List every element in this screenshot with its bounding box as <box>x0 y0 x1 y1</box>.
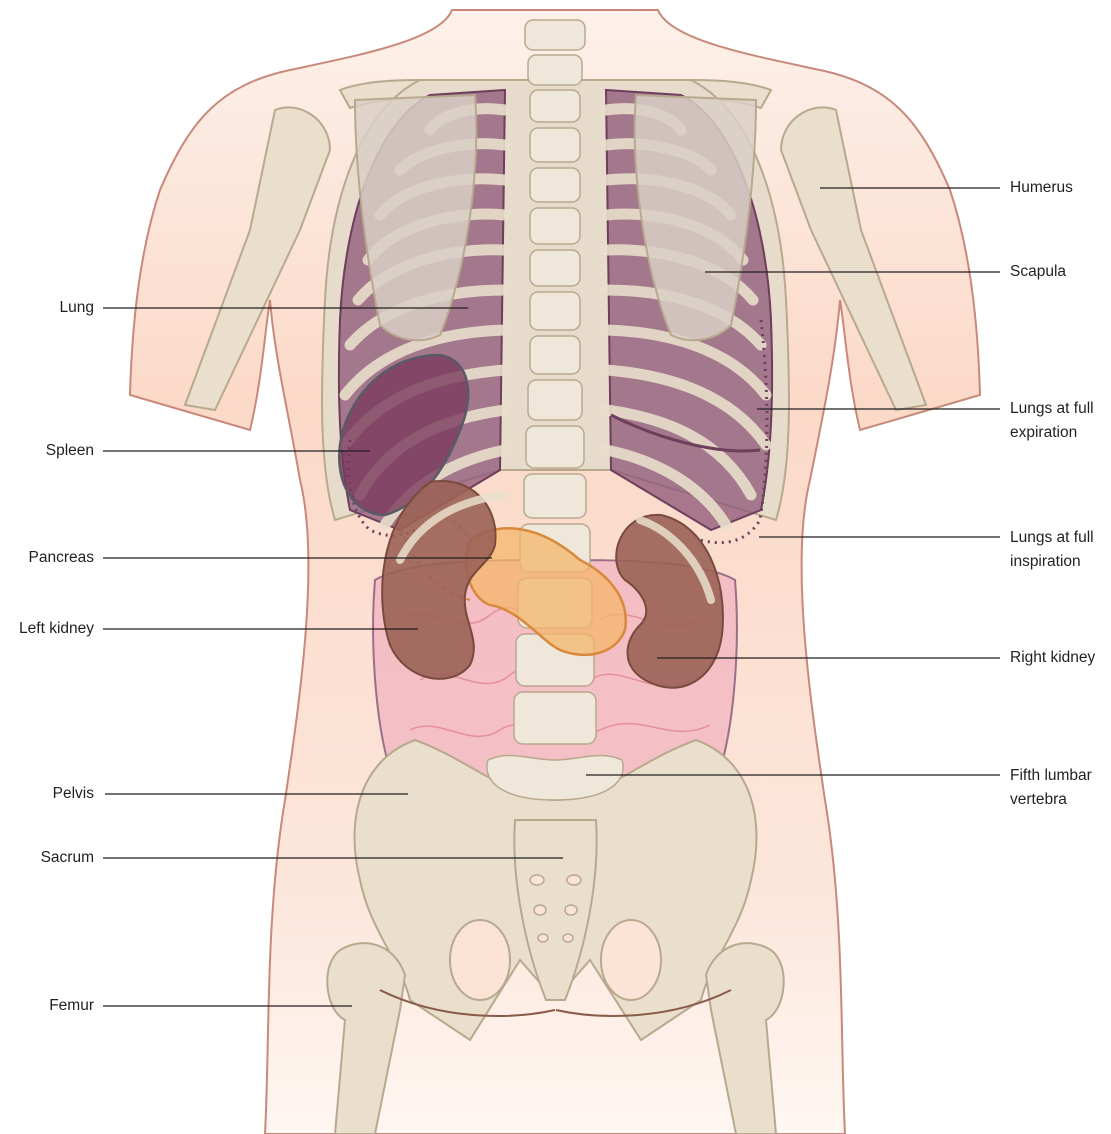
right-obturator <box>601 920 661 1000</box>
fifth-lumbar-line2: vertebra <box>1010 788 1092 812</box>
right-kidney-label: Right kidney <box>1010 646 1095 670</box>
pancreas-label: Pancreas <box>29 546 94 570</box>
lung-label: Lung <box>60 296 94 320</box>
lungs-expiration-line1: Lungs at full <box>1010 397 1094 421</box>
fifth-lumbar-line1: Fifth lumbar <box>1010 764 1092 788</box>
pelvis-label: Pelvis <box>53 782 94 806</box>
lungs-expiration-line2: expiration <box>1010 421 1094 445</box>
lungs-expiration-label: Lungs at full expiration <box>1010 397 1094 445</box>
humerus-label: Humerus <box>1010 176 1073 200</box>
lungs-inspiration-line1: Lungs at full <box>1010 526 1094 550</box>
left-obturator <box>450 920 510 1000</box>
scapula-label: Scapula <box>1010 260 1066 284</box>
lungs-inspiration-line2: inspiration <box>1010 550 1094 574</box>
lungs-inspiration-label: Lungs at full inspiration <box>1010 526 1094 574</box>
femur-label: Femur <box>49 994 94 1018</box>
spleen-label: Spleen <box>46 439 94 463</box>
fifth-lumbar-label: Fifth lumbar vertebra <box>1010 764 1092 812</box>
sacrum-label: Sacrum <box>41 846 94 870</box>
left-kidney-label: Left kidney <box>19 617 94 641</box>
